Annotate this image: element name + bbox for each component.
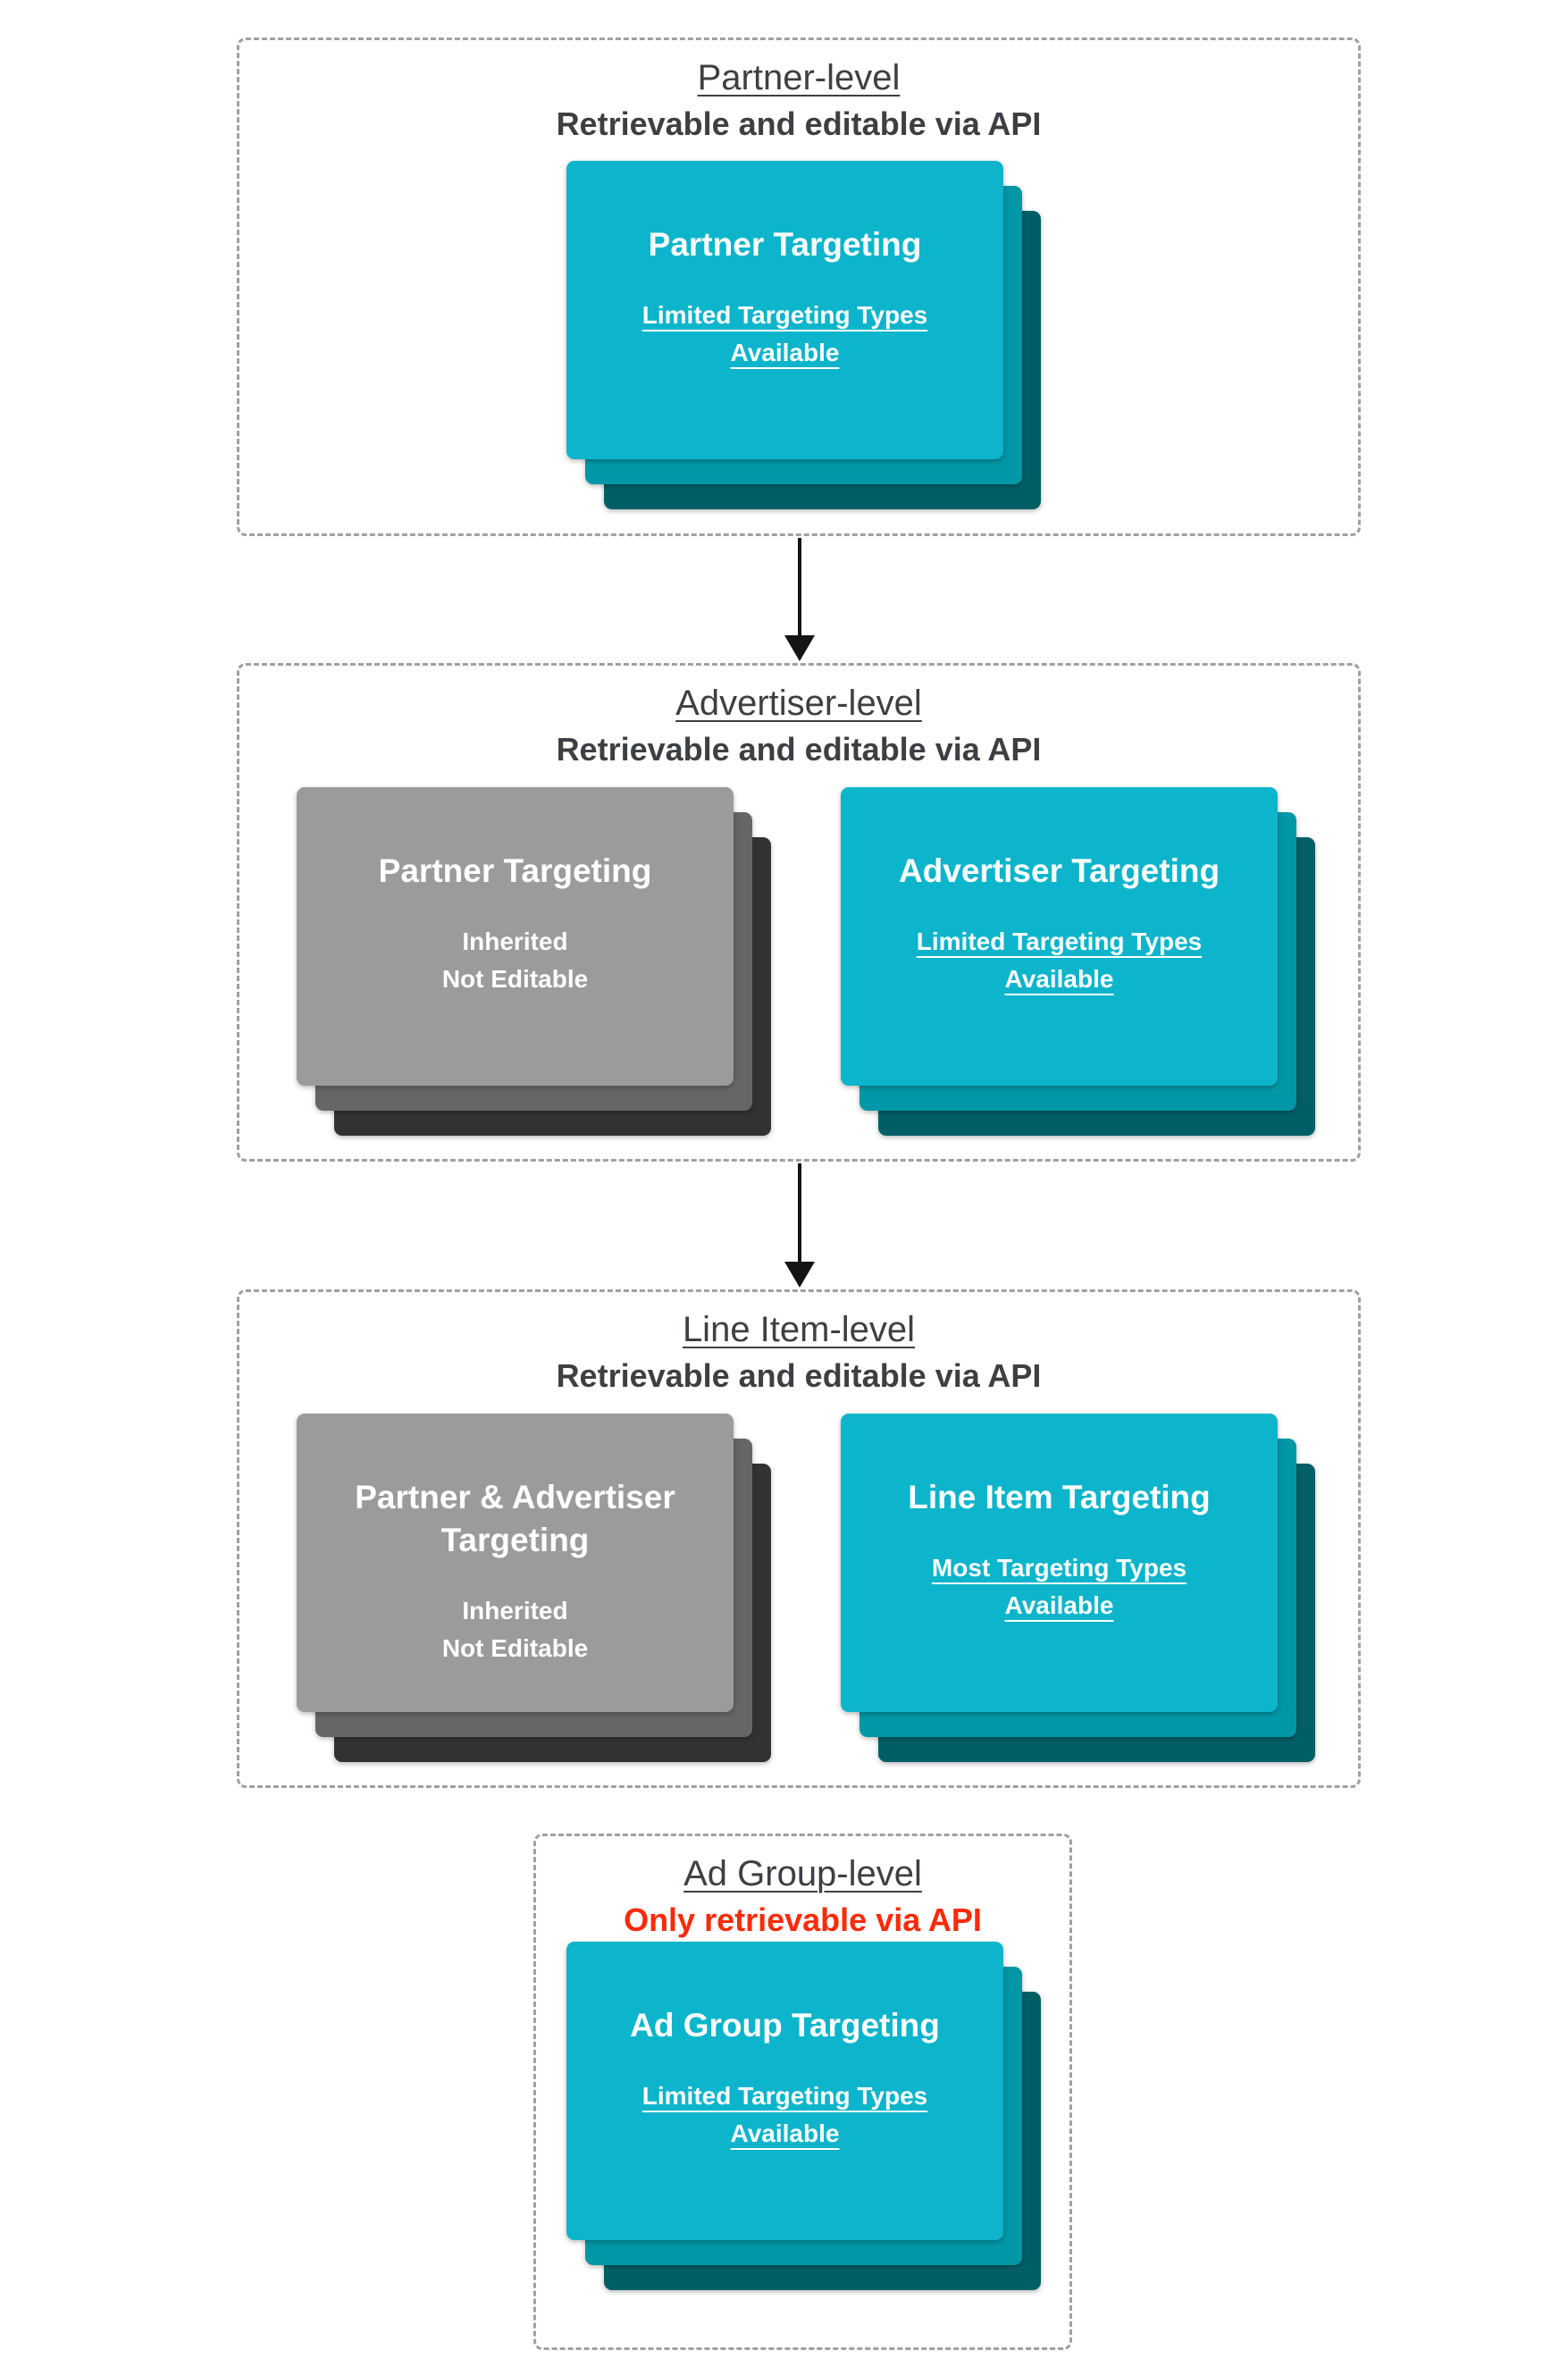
advertiser-level-section: Advertiser-level Retrievable and editabl… — [237, 663, 1361, 1162]
card-subtitle: Limited Targeting Types Available — [916, 927, 1203, 994]
inherited-partner-targeting-card-stack: Partner Targeting Inherited Not Editable — [297, 787, 771, 1136]
inherited-partner-advertiser-targeting-card: Partner & Advertiser Targeting Inherited… — [297, 1414, 734, 1712]
partner-targeting-card-stack: Partner Targeting Limited Targeting Type… — [566, 161, 1041, 509]
line-item-targeting-card-stack: Line Item Targeting Most Targeting Types… — [841, 1414, 1315, 1762]
line-item-targeting-card: Line Item Targeting Most Targeting Types… — [841, 1414, 1278, 1712]
arrow-head — [784, 1262, 815, 1288]
flow-arrow-down — [784, 1163, 816, 1288]
card-title: Partner Targeting — [648, 226, 922, 263]
section-subtitle: Retrievable and editable via API — [556, 731, 1042, 768]
arrow-shaft — [798, 538, 801, 636]
card-subtitle: Limited Targeting Types Available — [641, 301, 928, 367]
ad-group-targeting-card: Ad Group Targeting Limited Targeting Typ… — [566, 1942, 1003, 2240]
card-subtitle: Most Targeting Types Available — [931, 1554, 1187, 1620]
card-subtitle: Inherited Not Editable — [441, 1597, 589, 1663]
section-header: Line Item-level Retrievable and editable… — [239, 1292, 1358, 1395]
section-title: Advertiser-level — [675, 684, 922, 723]
section-subtitle-warning: Only retrievable via API — [624, 1901, 982, 1938]
flow-arrow-down — [784, 538, 816, 661]
ad-group-level-section: Ad Group-level Only retrievable via API … — [533, 1834, 1072, 2350]
ad-group-targeting-card-stack: Ad Group Targeting Limited Targeting Typ… — [566, 1942, 1041, 2290]
section-subtitle: Retrievable and editable via API — [556, 105, 1042, 142]
card-title: Partner & Advertiser Targeting — [355, 1479, 675, 1559]
arrow-head — [784, 635, 815, 661]
section-title: Line Item-level — [682, 1310, 916, 1349]
arrow-shaft — [798, 1163, 801, 1263]
card-title: Partner Targeting — [378, 852, 652, 889]
section-subtitle: Retrievable and editable via API — [556, 1357, 1042, 1394]
section-header: Advertiser-level Retrievable and editabl… — [239, 666, 1358, 768]
card-title: Advertiser Targeting — [898, 852, 1220, 889]
partner-targeting-card: Partner Targeting Limited Targeting Type… — [566, 161, 1003, 459]
partner-level-section: Partner-level Retrievable and editable v… — [237, 38, 1361, 536]
card-title: Line Item Targeting — [908, 1479, 1211, 1515]
advertiser-targeting-card: Advertiser Targeting Limited Targeting T… — [841, 787, 1278, 1086]
section-title: Ad Group-level — [683, 1854, 922, 1893]
card-subtitle: Limited Targeting Types Available — [641, 2082, 928, 2148]
card-subtitle: Inherited Not Editable — [441, 927, 589, 994]
advertiser-targeting-card-stack: Advertiser Targeting Limited Targeting T… — [841, 787, 1315, 1136]
inherited-partner-advertiser-targeting-card-stack: Partner & Advertiser Targeting Inherited… — [297, 1414, 771, 1762]
inherited-partner-targeting-card: Partner Targeting Inherited Not Editable — [297, 787, 734, 1086]
section-header: Ad Group-level Only retrievable via API — [536, 1836, 1069, 1939]
line-item-level-section: Line Item-level Retrievable and editable… — [237, 1289, 1361, 1788]
section-header: Partner-level Retrievable and editable v… — [239, 40, 1358, 143]
card-title: Ad Group Targeting — [630, 2007, 940, 2044]
section-title: Partner-level — [697, 58, 901, 97]
